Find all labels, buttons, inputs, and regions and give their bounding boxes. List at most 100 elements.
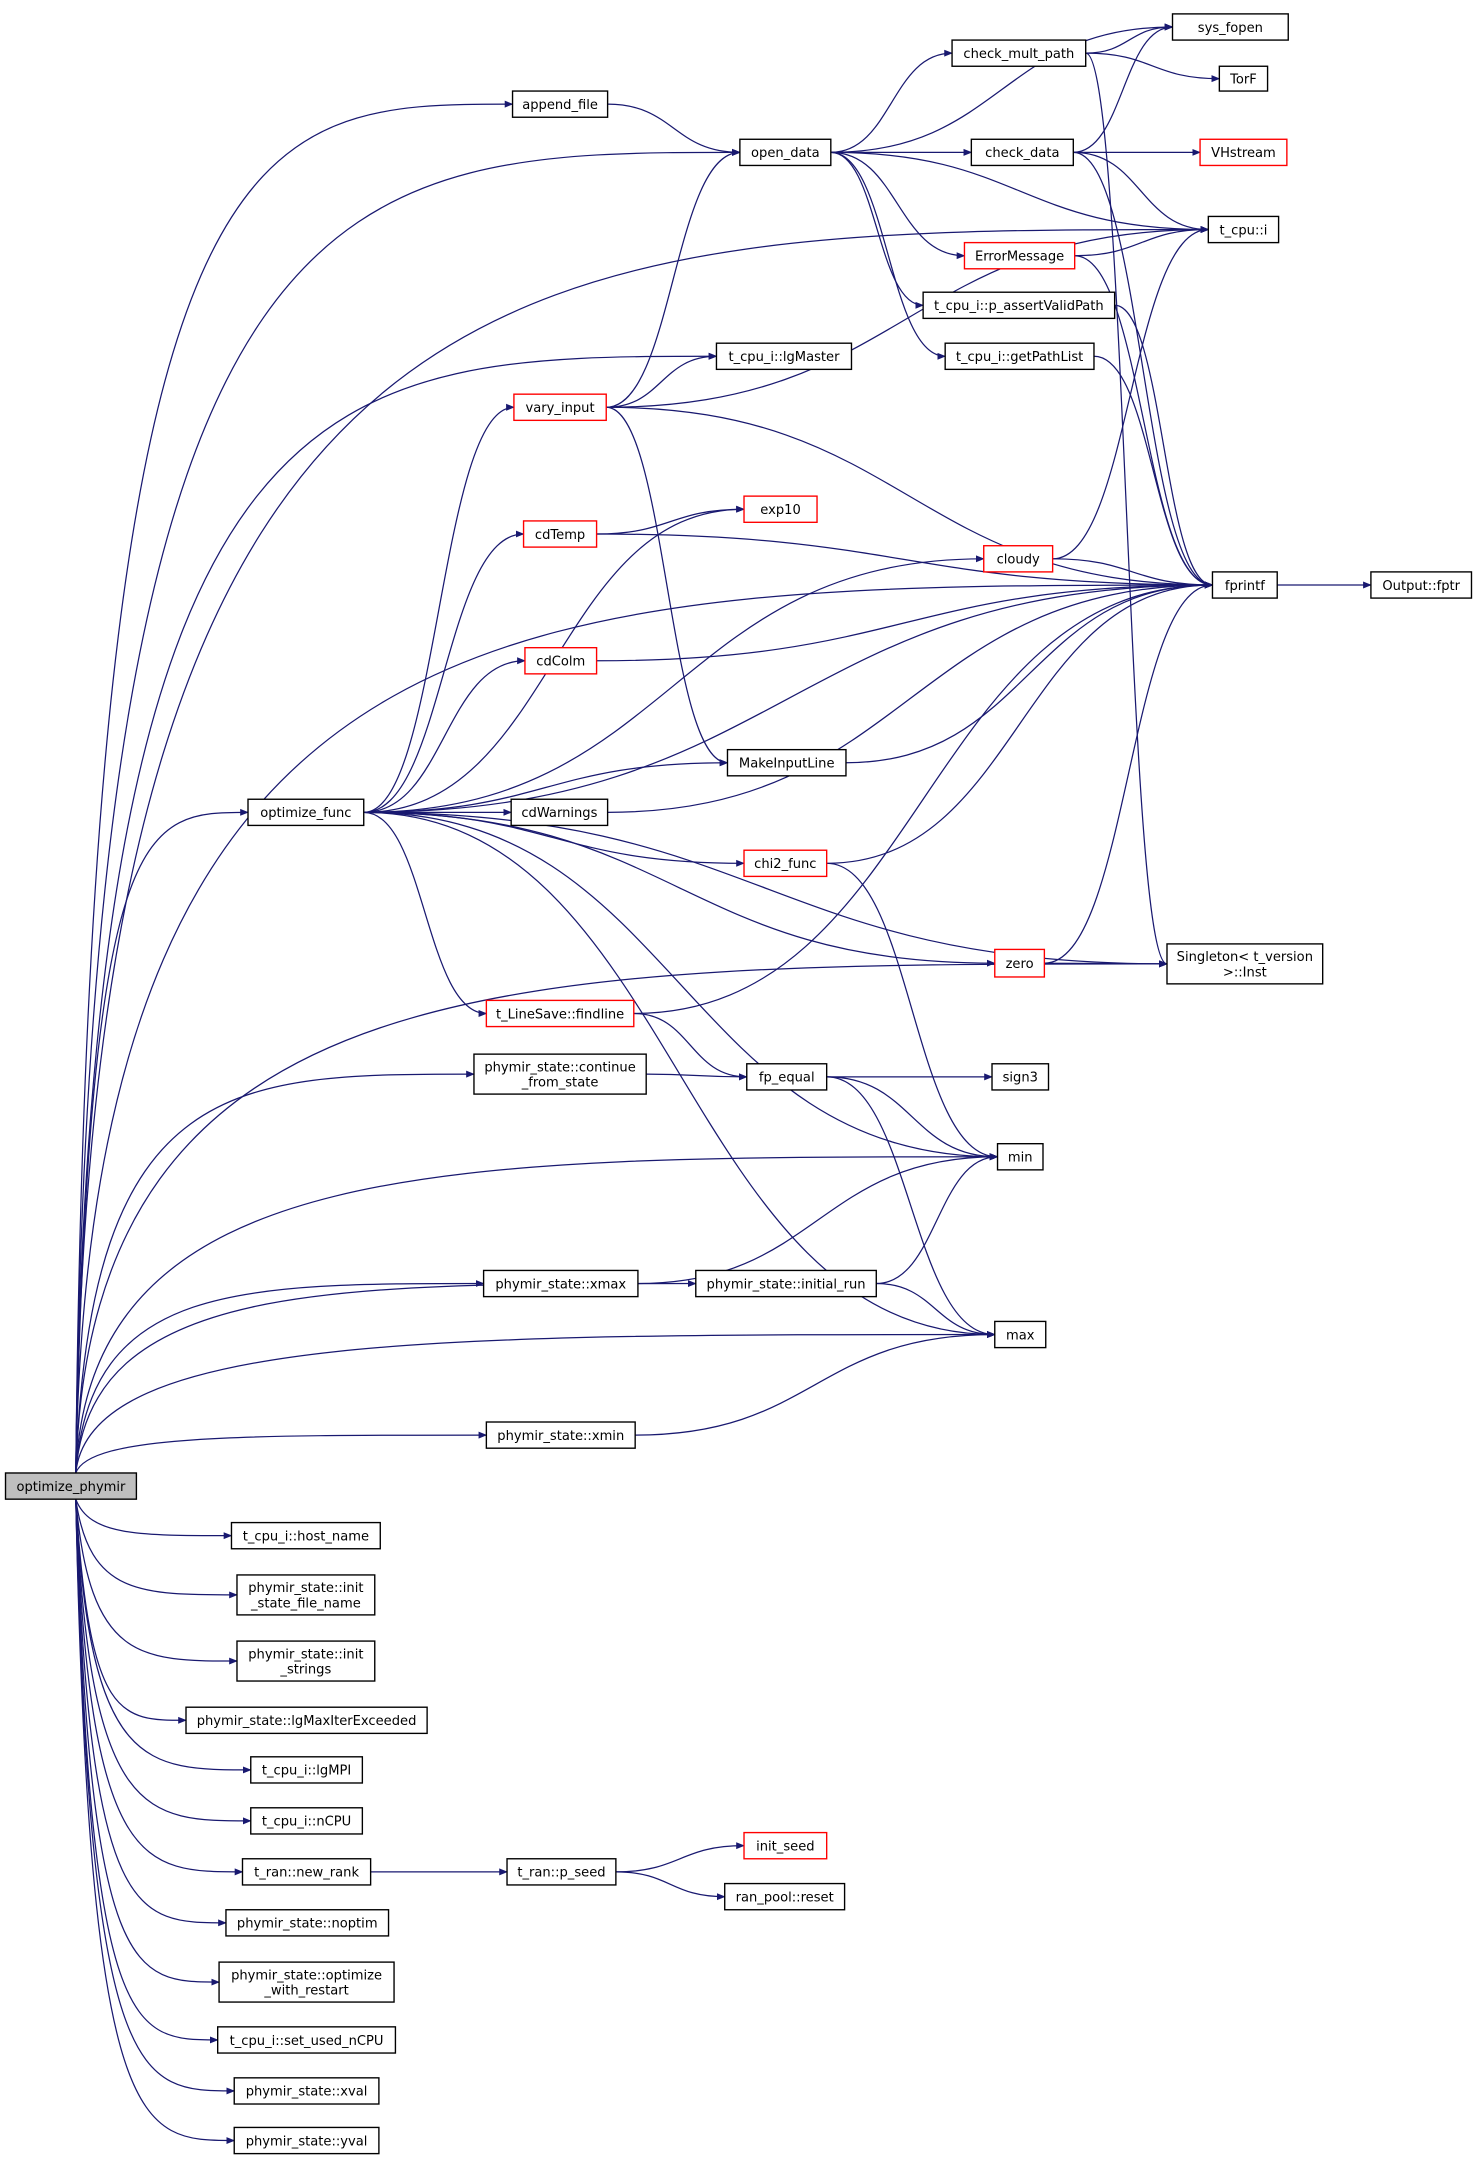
node-label: MakeInputLine (739, 757, 835, 772)
node-label: t_cpu_i::lgMPI (262, 1764, 351, 1779)
edge-optimize_phymir-to-xmax (75, 1280, 485, 1474)
node-continue_from_state[interactable]: phymir_state::continue_from_state (473, 1053, 647, 1095)
node-box (951, 39, 1087, 67)
node-box (1370, 571, 1473, 599)
node-initial_run[interactable]: phymir_state::initial_run (695, 1269, 877, 1298)
node-reset[interactable]: ran_pool::reset (724, 1882, 846, 1911)
node-min[interactable]: min (996, 1143, 1044, 1171)
node-cdColm[interactable]: cdColm (524, 646, 598, 675)
node-nCPU[interactable]: t_cpu_i::nCPU (250, 1807, 364, 1835)
node-lgMPI[interactable]: t_cpu_i::lgMPI (250, 1756, 364, 1784)
edge-vary_input-to-lgMaster (606, 352, 718, 408)
node-new_rank[interactable]: t_ran::new_rank (241, 1858, 372, 1886)
edge-optimize_func-to-findline (363, 811, 488, 1017)
node-MakeInputLine[interactable]: MakeInputLine (726, 748, 847, 777)
node-label: t_cpu_i::host_name (243, 1529, 369, 1544)
node-findline[interactable]: t_LineSave::findline (485, 999, 635, 1028)
node-init_state_file_name[interactable]: phymir_state::init_state_file_name (236, 1574, 376, 1616)
node-check_data[interactable]: check_data (970, 138, 1074, 167)
node-t_cpu_i[interactable]: t_cpu::i (1207, 215, 1280, 244)
node-getPathList[interactable]: t_cpu_i::getPathList (944, 342, 1095, 371)
edge-fp_equal-to-min (826, 1076, 999, 1161)
node-label: t_cpu_i::p_assertValidPath (934, 299, 1104, 314)
edge-check_mult_path-to-TorF (1085, 52, 1221, 83)
node-label: phymir_state::xmax (495, 1277, 626, 1292)
edge-MakeInputLine-to-fprintf (845, 581, 1214, 764)
node-xmax[interactable]: phymir_state::xmax (482, 1269, 639, 1298)
node-box (743, 849, 828, 878)
node-append_file[interactable]: append_file (511, 90, 609, 118)
node-open_data[interactable]: open_data (739, 138, 832, 167)
node-label: cdWarnings (521, 806, 597, 821)
node-lgMaster[interactable]: t_cpu_i::lgMaster (715, 342, 853, 371)
node-label: t_ran::new_rank (254, 1866, 359, 1881)
node-yval[interactable]: phymir_state::yval (233, 2126, 380, 2155)
edge-optimize_phymir-to-t_cpu_i (75, 226, 1210, 1473)
node-box (1166, 943, 1324, 985)
node-label: sys_fopen (1198, 21, 1263, 36)
node-cloudy[interactable]: cloudy (983, 545, 1054, 573)
node-fprintf[interactable]: fprintf (1211, 571, 1278, 599)
node-box (482, 1269, 639, 1298)
node-lgMaxIterExceeded[interactable]: phymir_state::lgMaxIterExceeded (185, 1706, 428, 1735)
node-Singleton[interactable]: Singleton< t_version>::Inst (1166, 943, 1324, 985)
node-vary_input[interactable]: vary_input (513, 393, 607, 422)
node-box (236, 1574, 376, 1616)
node-box (506, 1858, 617, 1886)
node-optimize_func[interactable]: optimize_func (247, 798, 365, 827)
node-max[interactable]: max (994, 1320, 1047, 1349)
node-xmin[interactable]: phymir_state::xmin (485, 1421, 636, 1449)
node-label: t_cpu_i::getPathList (956, 350, 1084, 365)
edge-optimize_phymir-to-xmin (75, 1431, 488, 1474)
edge-open_data-to-p_assertValidPath (830, 151, 924, 309)
edge-getPathList-to-fprintf (1093, 355, 1214, 589)
edge-cdTemp-to-fprintf (596, 533, 1214, 589)
node-label: phymir_state::init (248, 1581, 363, 1596)
edge-cloudy-to-t_cpu_i (1052, 226, 1210, 560)
node-label: zero (1006, 957, 1034, 972)
node-label: _strings (279, 1662, 331, 1677)
node-optimize_phymir[interactable]: optimize_phymir (4, 1472, 138, 1500)
node-sys_fopen[interactable]: sys_fopen (1171, 13, 1289, 41)
node-noptim[interactable]: phymir_state::noptim (225, 1909, 390, 1937)
node-p_seed[interactable]: t_ran::p_seed (506, 1858, 617, 1886)
node-xval[interactable]: phymir_state::xval (233, 2077, 380, 2105)
node-optimize_with_restart[interactable]: phymir_state::optimize_with_restart (218, 1961, 395, 2003)
node-check_mult_path[interactable]: check_mult_path (951, 39, 1087, 67)
node-box (1218, 65, 1269, 92)
node-box (944, 342, 1095, 371)
node-label: phymir_state::xmin (497, 1429, 624, 1444)
edge-optimize_phymir-to-noptim (75, 1499, 227, 1927)
node-Output_fptr[interactable]: Output::fptr (1370, 571, 1473, 599)
node-init_seed[interactable]: init_seed (743, 1831, 828, 1860)
node-fp_equal[interactable]: fp_equal (746, 1063, 828, 1091)
node-box (233, 2077, 380, 2105)
node-label: exp10 (760, 503, 801, 518)
node-sign3[interactable]: sign3 (991, 1063, 1050, 1091)
edge-optimize_func-to-zero (363, 811, 996, 967)
node-VHstream[interactable]: VHstream (1199, 138, 1288, 167)
edge-optimize_func-to-Singleton (363, 811, 1168, 968)
node-chi2_func[interactable]: chi2_func (743, 849, 828, 878)
node-zero[interactable]: zero (994, 948, 1046, 978)
node-init_strings[interactable]: phymir_state::init_strings (236, 1640, 376, 1682)
node-box (1171, 13, 1289, 41)
node-label: phymir_state::init (248, 1647, 363, 1662)
node-p_assertValidPath[interactable]: t_cpu_i::p_assertValidPath (922, 291, 1116, 320)
node-host_name[interactable]: t_cpu_i::host_name (230, 1521, 381, 1550)
node-TorF[interactable]: TorF (1218, 65, 1269, 92)
node-exp10[interactable]: exp10 (743, 495, 818, 523)
node-cdTemp[interactable]: cdTemp (522, 520, 598, 548)
node-box (230, 1521, 381, 1550)
node-cdWarnings[interactable]: cdWarnings (510, 798, 609, 827)
node-ErrorMessage[interactable]: ErrorMessage (963, 241, 1076, 270)
node-set_used_nCPU[interactable]: t_cpu_i::set_used_nCPU (217, 2026, 397, 2054)
node-box (485, 999, 635, 1028)
node-label: sign3 (1003, 1071, 1038, 1086)
nodes: optimize_phymir append_file open_data check… (4, 13, 1473, 2155)
edge-optimize_phymir-to-lgMaster (75, 352, 718, 1473)
node-box (510, 798, 609, 827)
node-box (724, 1882, 846, 1911)
node-box (970, 138, 1074, 167)
